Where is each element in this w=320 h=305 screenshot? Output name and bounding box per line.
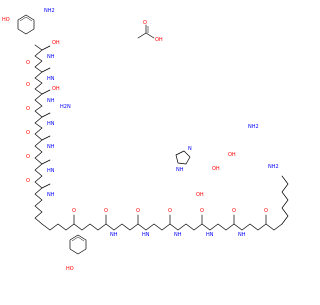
amine-label-mid: H2N [60, 104, 71, 110]
carbonyl-o-9: O [136, 208, 140, 214]
imidazole-ring [175, 150, 191, 165]
heteroatom-labels: NH2 H2N NH2 NH2 NH HN NH HN NH HN NH NH … [26, 8, 279, 238]
amide-nh-7: NH [47, 192, 55, 198]
acid-hydroxyl-label: OH [155, 37, 163, 43]
carboxyl-oh: OH [212, 166, 220, 172]
amide-nh-4: HN [47, 121, 55, 127]
molecule-structure-diagram: O OH HO [2, 8, 289, 272]
hydroxyl-oh-1: OH [52, 40, 60, 46]
amide-nh-6: HN [47, 168, 55, 174]
phenol-bottom-ho-label: HO [66, 266, 74, 272]
amide-nh-12: NH [238, 232, 246, 238]
phenol-ring-bottom: HO [66, 234, 87, 272]
amide-nh-2: HN [47, 76, 55, 82]
carbonyl-o-3: O [26, 106, 30, 112]
carbonyl-o-7: O [72, 208, 76, 214]
imidazole-nh-label: NH [176, 167, 184, 173]
peptide-backbone [34, 44, 289, 231]
carbonyl-o-4: O [26, 130, 30, 136]
acid-oxygen-label: O [143, 20, 147, 26]
carbonyl-o-6: O [26, 178, 30, 184]
imidazole-n-label: N [188, 146, 192, 152]
amide-nh-3: NH [47, 98, 55, 104]
amide-nh-5: NH [47, 144, 55, 150]
carbonyl-o-2: O [26, 82, 30, 88]
hydroxyl-oh-4: OH [228, 152, 236, 158]
hydroxyl-oh-3: OH [196, 192, 204, 198]
amide-nh-1: NH [47, 54, 55, 60]
carbonyl-o-5: O [26, 154, 30, 160]
phenol-ring-top: HO [2, 14, 35, 35]
carbonyl-o-11: O [200, 208, 204, 214]
carbonyl-o-10: O [168, 208, 172, 214]
phenol-top-ho-label: HO [2, 17, 10, 23]
skeletal-formula: O OH HO [2, 8, 289, 272]
carbonyl-o-8: O [104, 208, 108, 214]
amide-nh-9: HN [142, 232, 150, 238]
amide-nh-8: NH [110, 232, 118, 238]
amine-label-bottom-right: NH2 [268, 164, 279, 170]
amine-label-right: NH2 [248, 124, 259, 130]
acetic-acid-fragment: O OH [137, 20, 163, 43]
amide-nh-10: NH [174, 232, 182, 238]
carbonyl-o-13: O [264, 208, 268, 214]
amide-nh-11: HN [206, 232, 214, 238]
carbonyl-o-12: O [232, 208, 236, 214]
amine-label-top: NH2 [44, 8, 55, 14]
carbonyl-o-1: O [26, 60, 30, 66]
hydroxyl-oh-2: OH [52, 86, 60, 92]
